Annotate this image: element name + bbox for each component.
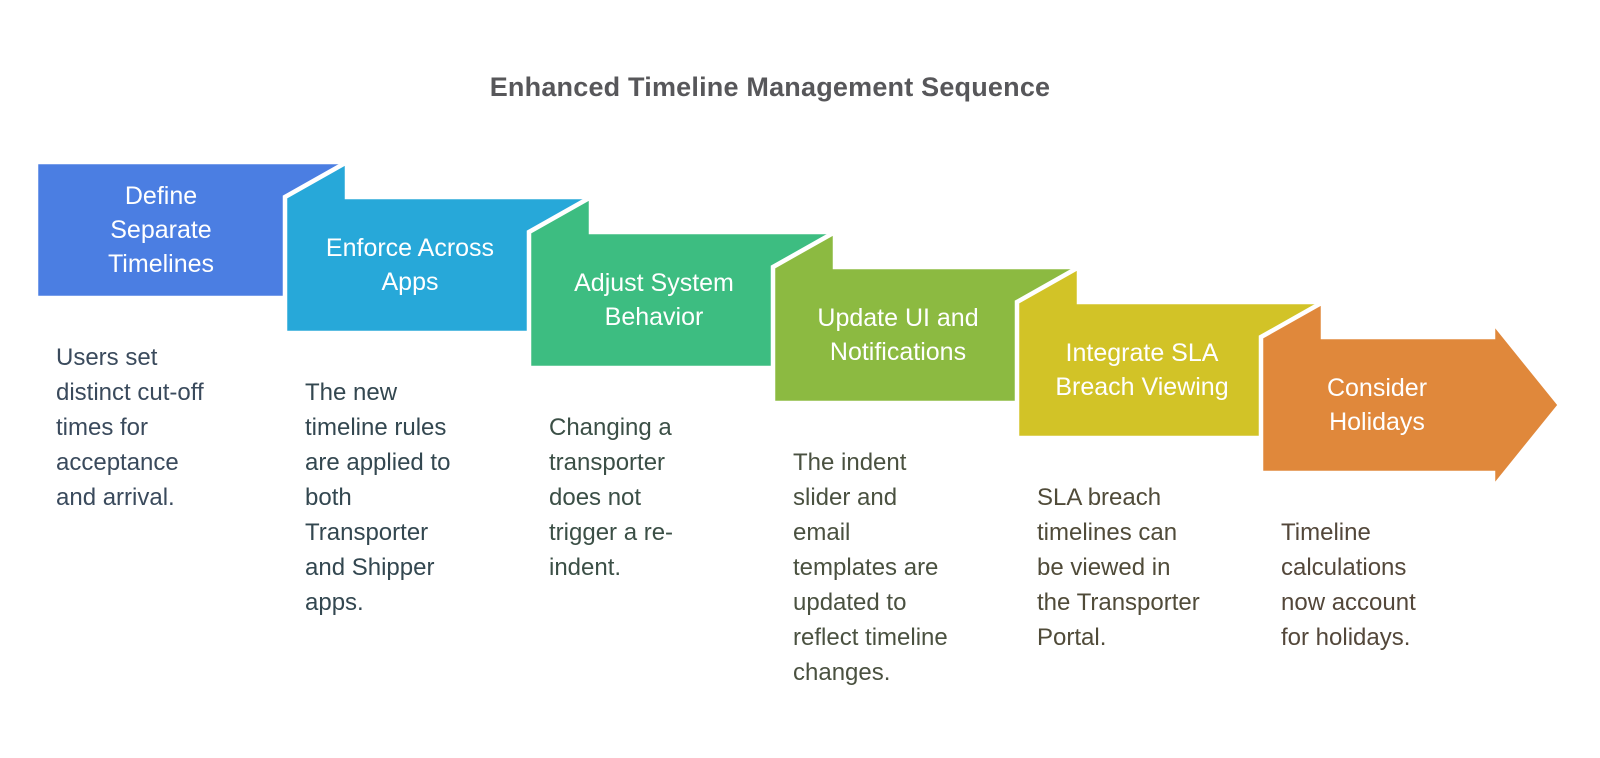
step-5-description: SLA breach timelines can be viewed in th…: [1037, 484, 1200, 651]
step-4-label: Update UI and Notifications: [817, 304, 979, 366]
step-2-label: Enforce Across Apps: [325, 234, 495, 296]
step-3-label: Adjust System Behavior: [574, 269, 734, 331]
step-6-description: Timeline calculations now account for ho…: [1281, 519, 1416, 651]
step-3-description: Changing a transporter does not trigger …: [549, 414, 674, 581]
step-2-description: The new timeline rules are applied to bo…: [305, 379, 451, 616]
step-6-arrow-shape: [1258, 298, 1563, 495]
step-5-label: Integrate SLA Breach Viewing: [1055, 339, 1229, 401]
step-1-description: Users set distinct cut-off times for acc…: [56, 344, 204, 511]
step-1-label: Define Separate Timelines: [107, 182, 215, 278]
page-title: Enhanced Timeline Management Sequence: [489, 72, 1051, 102]
step-4-description: The indent slider and email templates ar…: [793, 449, 948, 686]
step-6-label: Consider Holidays: [1326, 374, 1428, 436]
